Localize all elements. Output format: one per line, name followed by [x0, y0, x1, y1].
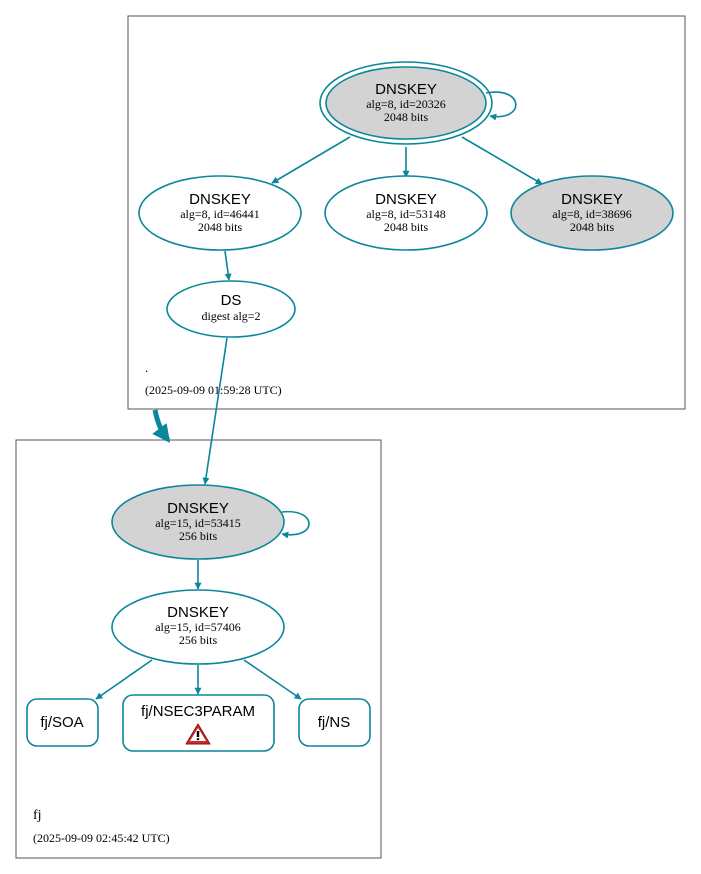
- node-fj-soa-title: fj/SOA: [40, 714, 83, 731]
- node-fj-ksk-title: DNSKEY: [167, 500, 229, 517]
- zone-box-fj: [15, 439, 382, 859]
- node-46441-line1: alg=8, id=46441: [180, 207, 260, 221]
- node-root-ksk-title: DNSKEY: [375, 81, 437, 98]
- zone-fj-name: fj: [33, 808, 42, 823]
- node-ds-title: DS: [221, 292, 242, 309]
- node-root-ksk: DNSKEY alg=8, id=20326 2048 bits: [319, 61, 493, 145]
- node-53148-line2: 2048 bits: [384, 220, 429, 234]
- node-38696-line2: 2048 bits: [570, 220, 615, 234]
- node-46441-title: DNSKEY: [189, 191, 251, 208]
- node-fj-ksk-line1: alg=15, id=53415: [155, 516, 241, 530]
- node-fj-nsec3param-title: fj/NSEC3PARAM: [141, 703, 255, 720]
- edge-root-ksk-to-38696: [461, 136, 543, 185]
- edge-ds-to-fj-ksk: [202, 337, 228, 485]
- edge-root-ksk-self: [485, 91, 517, 121]
- edge-fj-zsk-to-ns: [243, 659, 302, 700]
- node-ds-line1: digest alg=2: [201, 309, 260, 323]
- node-fj-ksk-line2: 256 bits: [179, 529, 218, 543]
- node-root-zsk-53148: DNSKEY alg=8, id=53148 2048 bits: [324, 175, 488, 251]
- node-fj-zsk-line1: alg=15, id=57406: [155, 620, 241, 634]
- edge-delegation-root-to-fj: [152, 409, 171, 443]
- node-root-ds: DS digest alg=2: [166, 280, 296, 338]
- node-root-zsk-46441: DNSKEY alg=8, id=46441 2048 bits: [138, 175, 302, 251]
- edge-46441-to-ds: [224, 250, 232, 281]
- edge-root-ksk-to-46441: [271, 136, 351, 184]
- node-root-ksk-line1: alg=8, id=20326: [366, 97, 446, 111]
- node-fj-zsk-line2: 256 bits: [179, 633, 218, 647]
- zone-root-name: .: [145, 360, 148, 375]
- node-38696-line1: alg=8, id=38696: [552, 207, 632, 221]
- node-fj-zsk-title: DNSKEY: [167, 604, 229, 621]
- node-fj-nsec3param: fj/NSEC3PARAM: [122, 694, 275, 752]
- zone-root-timestamp: (2025-09-09 01:59:28 UTC): [145, 383, 282, 397]
- node-root-key-38696: DNSKEY alg=8, id=38696 2048 bits: [510, 175, 674, 251]
- zone-box-root: [127, 15, 686, 410]
- edge-fj-zsk-to-soa: [95, 659, 153, 700]
- node-46441-line2: 2048 bits: [198, 220, 243, 234]
- node-fj-ns: fj/NS: [298, 698, 371, 747]
- edge-fj-ksk-self: [281, 510, 310, 539]
- node-53148-title: DNSKEY: [375, 191, 437, 208]
- zone-fj-timestamp: (2025-09-09 02:45:42 UTC): [33, 831, 170, 845]
- node-38696-title: DNSKEY: [561, 191, 623, 208]
- node-fj-ns-title: fj/NS: [318, 714, 351, 731]
- node-fj-soa: fj/SOA: [26, 698, 99, 747]
- node-fj-ksk: DNSKEY alg=15, id=53415 256 bits: [111, 484, 285, 560]
- warning-triangle-icon: [185, 723, 211, 745]
- node-fj-zsk: DNSKEY alg=15, id=57406 256 bits: [111, 589, 285, 665]
- node-root-ksk-line2: 2048 bits: [384, 110, 429, 124]
- node-53148-line1: alg=8, id=53148: [366, 207, 446, 221]
